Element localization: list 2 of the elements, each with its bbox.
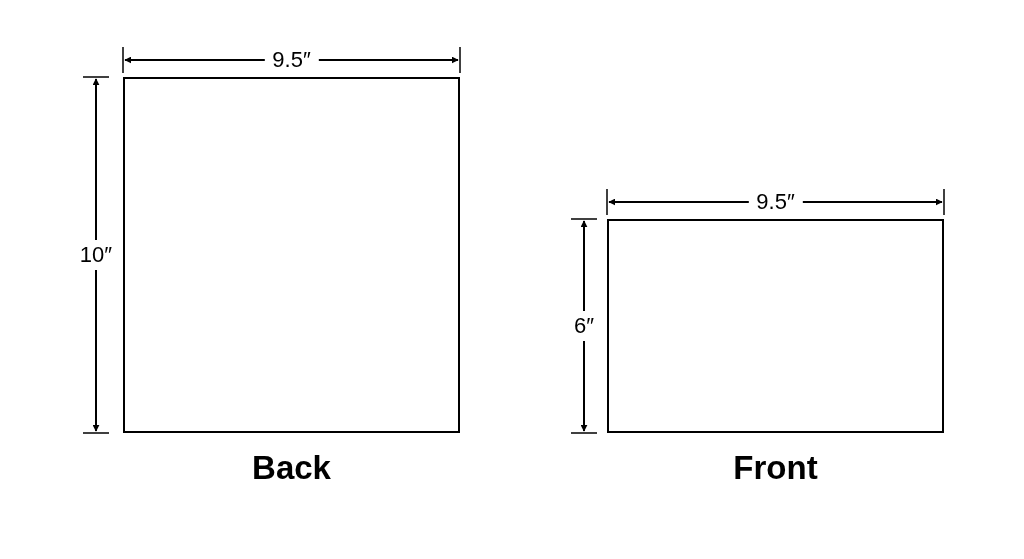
- panel-caption: Back: [252, 451, 331, 484]
- panel-caption: Front: [733, 451, 818, 484]
